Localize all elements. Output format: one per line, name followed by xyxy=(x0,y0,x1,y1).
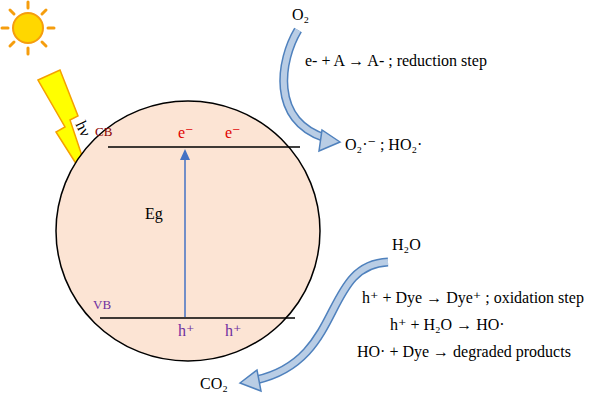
band-label: CB xyxy=(95,125,112,140)
reaction-label: e- + A → A- ; reduction step xyxy=(305,52,487,70)
reaction-label: HO· + Dye → degraded products xyxy=(357,343,571,361)
reaction-label: h⁺ + H₂O → HO· xyxy=(390,316,505,334)
energy-gap-label: Eg xyxy=(145,205,163,223)
band-label: VB xyxy=(93,298,111,313)
hole-label: h⁺ xyxy=(225,322,241,340)
electron-label: e⁻ xyxy=(225,124,241,142)
species-label: H₂O xyxy=(392,236,421,254)
species-label: O₂·⁻ ; HO₂· xyxy=(345,136,422,154)
species-label: CO₂ xyxy=(200,375,228,393)
sun-icon xyxy=(2,2,54,54)
species-label: O₂ xyxy=(292,6,309,24)
reaction-label: h⁺ + Dye → Dye⁺ ; oxidation step xyxy=(362,289,584,307)
curved-arrow xyxy=(284,30,340,151)
hole-label: h⁺ xyxy=(178,322,194,340)
semiconductor-particle: CB e⁻ e⁻ EgVB h⁺ h⁺ xyxy=(55,100,321,362)
electron-label: e⁻ xyxy=(178,124,194,142)
